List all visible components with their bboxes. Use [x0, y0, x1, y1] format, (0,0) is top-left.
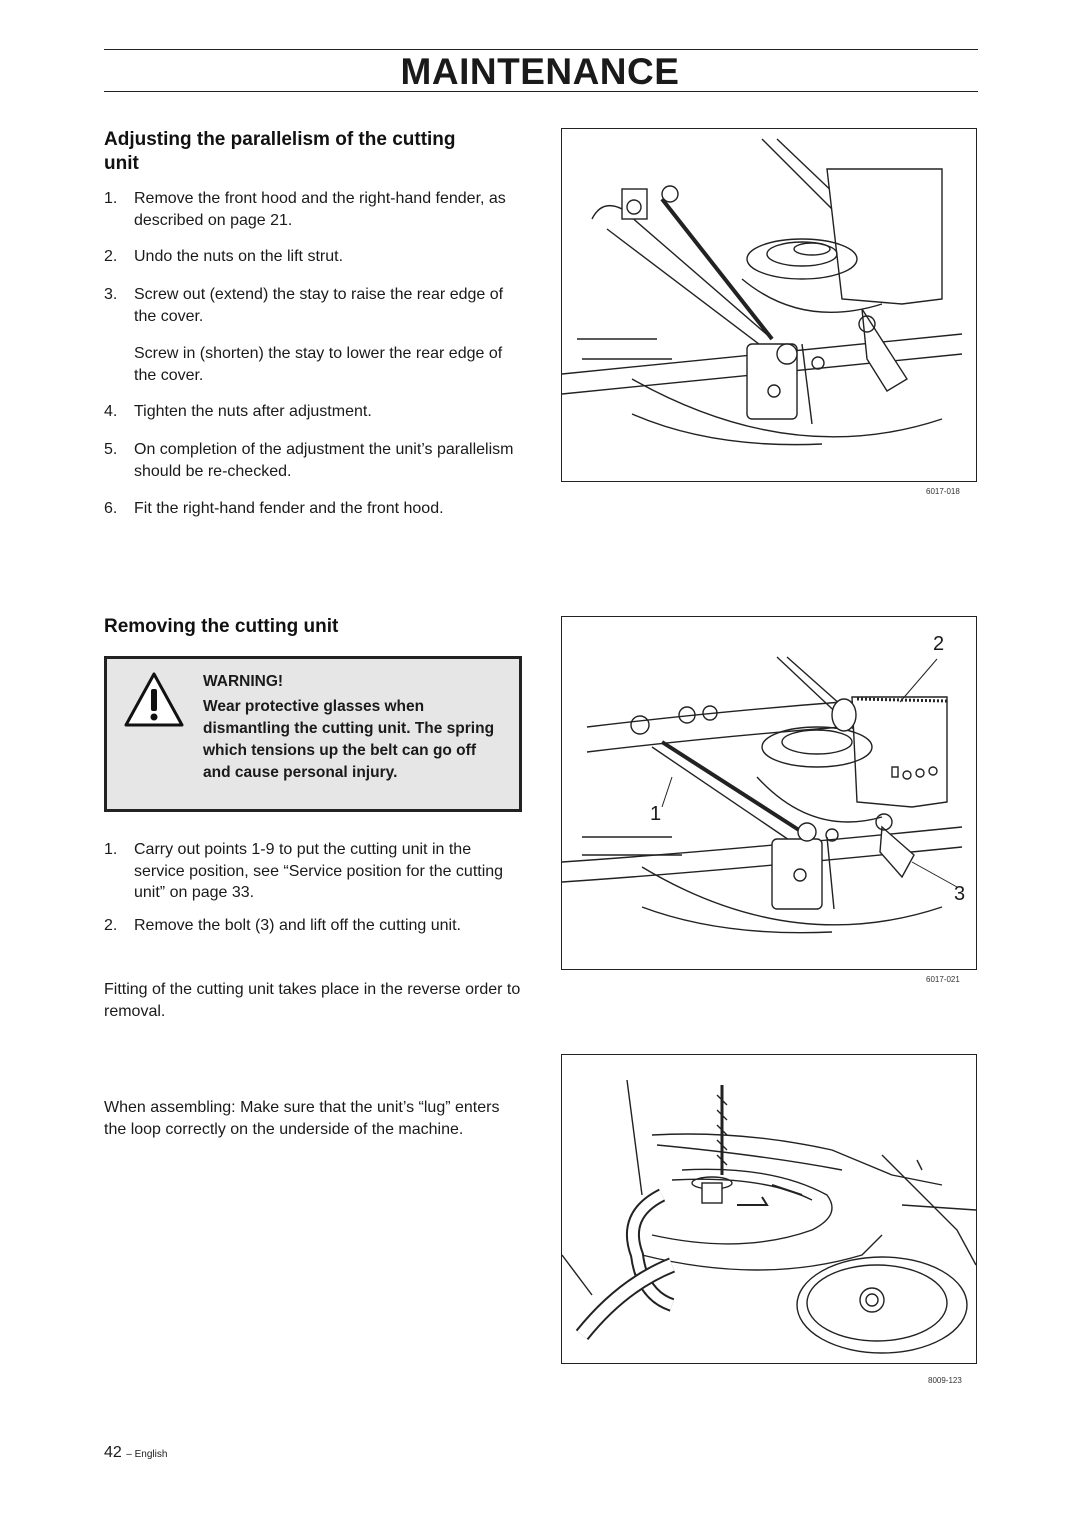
figure-removing-unit: 2 1 3	[561, 616, 977, 970]
figure-assembly-lug	[561, 1054, 977, 1364]
assembly-note: When assembling: Make sure that the unit…	[104, 1099, 500, 1138]
section-heading-removing: Removing the cutting unit	[104, 616, 339, 637]
figure-code: 6017-018	[926, 487, 960, 496]
callout-label: 1	[650, 803, 662, 825]
callout-label: 2	[933, 633, 945, 655]
section-heading-parallelism: Adjusting the parallelism of the cutting…	[104, 129, 456, 174]
page-footer: 42 – English	[104, 1444, 167, 1462]
lift-strut-illustration	[562, 138, 963, 446]
page-number: 42	[104, 1444, 122, 1461]
callout-label: 3	[954, 883, 966, 905]
footer-language: – English	[126, 1449, 168, 1460]
assembly-lug-illustration	[562, 1079, 976, 1354]
page-title: MAINTENANCE	[400, 51, 680, 92]
header-rule-bottom	[104, 91, 978, 92]
figure-code: 6017-021	[926, 975, 960, 984]
warning-title: WARNING!	[203, 673, 284, 690]
removing-unit-illustration	[562, 656, 963, 934]
warning-text: Wear protective glasses when dismantling…	[203, 698, 495, 781]
warning-triangle-icon	[124, 672, 184, 727]
figure-lift-strut	[561, 128, 977, 482]
warning-box: WARNING! Wear protective glasses when di…	[104, 656, 522, 812]
header-rule-top	[104, 49, 978, 50]
fitting-note: Fitting of the cutting unit takes place …	[104, 981, 521, 1020]
figure-code: 8009-123	[928, 1376, 962, 1385]
